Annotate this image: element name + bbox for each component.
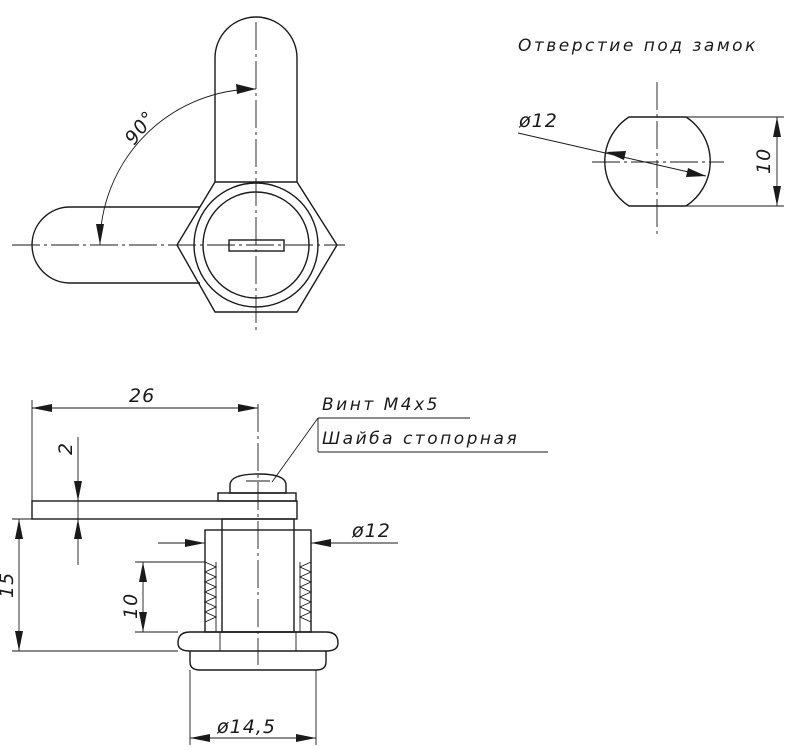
screw-head [229, 473, 287, 494]
hex-nut [176, 181, 338, 313]
hole-diameter-arrow-2 [686, 168, 706, 177]
hole-diameter-arrow-1 [606, 151, 626, 160]
dim26-arrow-right [238, 404, 258, 412]
hole-outline [604, 116, 711, 207]
hole-diameter-label: ø12 [518, 110, 558, 132]
callout-washer: Шайба стопорная [322, 429, 519, 449]
hole-height-arrow-bottom [773, 186, 781, 206]
front-view: 90° [12, 16, 345, 330]
dim-length-label: 26 [129, 385, 155, 407]
dim12-arrow-left [185, 539, 205, 547]
callout-screw: Винт М4х5 [322, 395, 440, 415]
thread-left [203, 561, 218, 623]
dim10-arrow-top [139, 562, 147, 582]
key-slot [228, 239, 285, 252]
angle-label: 90° [121, 107, 161, 149]
dim-body-diameter-label: ø12 [351, 520, 391, 542]
angle-arrow-top [236, 84, 256, 94]
dim-thickness-label: 2 [55, 442, 77, 455]
dim-nut-diameter-label: ø14,5 [216, 716, 276, 738]
dim15-arrow-top [15, 519, 23, 539]
thread-right [298, 561, 313, 623]
dim15-arrow-bottom [15, 631, 23, 651]
collar [189, 651, 327, 671]
dim145-arrow-left [190, 734, 210, 742]
dim145-arrow-right [296, 734, 316, 742]
side-view: 26 2 15 10 ø12 ø14,5 [0, 385, 548, 745]
cam-vertical [214, 16, 298, 182]
dim-thread-length-label: 10 [120, 593, 142, 619]
angle-arrow-bottom [96, 224, 104, 245]
angle-arc [99, 88, 257, 246]
dim26-arrow-left [32, 404, 52, 412]
hole-view: Отверстие под замок ø12 10 [517, 36, 784, 238]
hole-height-label: 10 [753, 148, 775, 174]
dim2-arrow-top [74, 481, 82, 501]
hole-height-arrow-top [773, 117, 781, 137]
cam-plate [31, 500, 298, 520]
dim10-arrow-bottom [139, 612, 147, 632]
dim2-arrow-bottom [74, 519, 82, 539]
washer [217, 492, 297, 502]
callout-leader [271, 417, 319, 483]
dim-height-total-label: 15 [0, 572, 18, 598]
hole-title: Отверстие под замок [518, 36, 758, 56]
dim12-arrow-right [311, 539, 331, 547]
